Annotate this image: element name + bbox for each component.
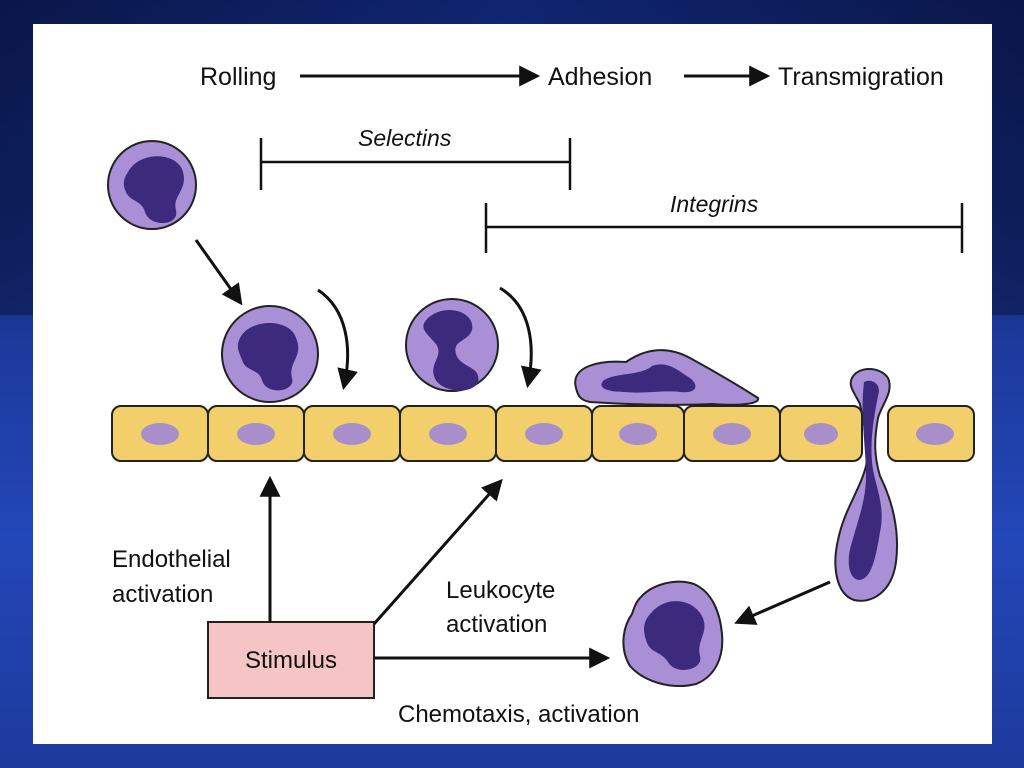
endothelial-nucleus: [525, 423, 563, 445]
endothelial-nucleus: [916, 423, 954, 445]
endothelial-nucleus: [619, 423, 657, 445]
leukocyte-adherent: [574, 349, 759, 406]
selectins-bracket: [259, 138, 572, 190]
migration-arrow: [734, 580, 831, 625]
endothelial-activation-label-line1: Endothelial: [112, 546, 231, 573]
entry-arrow: [194, 239, 243, 306]
leukocyte-free: [107, 140, 197, 230]
leukocyte-rolling: [221, 305, 319, 403]
endothelial-nuclei: [141, 423, 954, 445]
endothelial-nucleus: [804, 423, 838, 445]
endothelial-nucleus: [429, 423, 467, 445]
endothelial-nucleus: [141, 423, 179, 445]
stimulus-box: [207, 621, 375, 699]
stimulus-label: Stimulus: [245, 647, 337, 674]
leukocyte-transmigrating: [834, 368, 899, 602]
endothelial-nucleus: [237, 423, 275, 445]
chemotaxis-activation-label: Chemotaxis, activation: [398, 701, 639, 728]
endothelial-nucleus: [713, 423, 751, 445]
rolling-label: Rolling: [200, 63, 276, 91]
endothelial-activation-label-line2: activation: [112, 581, 213, 608]
leukocyte-activation-label-line1: Leukocyte: [446, 577, 555, 604]
leukocyte-rolling: [405, 298, 499, 392]
adhesion-label: Adhesion: [548, 63, 652, 91]
endothelial-nucleus: [333, 423, 371, 445]
leukocyte-migrated: [622, 580, 724, 687]
selectins-label: Selectins: [358, 125, 452, 151]
transmigration-label: Transmigration: [778, 63, 944, 91]
rolling-motion-arrow: [317, 288, 358, 391]
diagram-panel: [33, 24, 992, 744]
integrins-bracket: [484, 203, 964, 253]
integrins-label: Integrins: [670, 191, 759, 217]
rolling-motion-arrow: [499, 286, 542, 389]
leukocyte-activation-arrow: [372, 478, 503, 625]
leukocyte-activation-label-line2: activation: [446, 611, 547, 638]
